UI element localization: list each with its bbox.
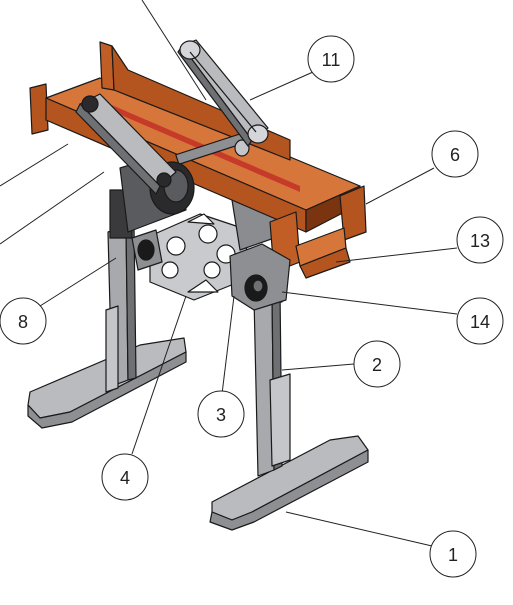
left-link-bar (75, 93, 177, 195)
callout-1-label: 1 (448, 545, 458, 565)
callout-3-label: 3 (216, 405, 226, 425)
callout-4: 4 (101, 453, 149, 501)
callout-8-label: 8 (18, 312, 28, 332)
callout-8: 8 (0, 297, 47, 345)
callout-11-label: 11 (322, 50, 341, 70)
hip-joint-right (229, 243, 291, 311)
hip-joint-left (131, 229, 163, 271)
callout-6-label: 6 (450, 145, 460, 165)
center-plate (149, 213, 249, 301)
callout-14: 14 (456, 297, 504, 345)
callout-2-label: 2 (372, 355, 382, 375)
callout-13: 13 (456, 216, 504, 264)
callout-2: 2 (353, 340, 401, 388)
callout-6: 6 (431, 130, 479, 178)
right-foot-plate (209, 435, 369, 531)
callout-1: 1 (429, 530, 477, 578)
callout-3: 3 (197, 390, 245, 438)
callout-13-label: 13 (470, 231, 490, 251)
callout-4-label: 4 (120, 468, 130, 488)
callout-11: 11 (307, 35, 355, 83)
top-link-bar (177, 39, 269, 147)
callout-14-label: 14 (470, 312, 490, 332)
leader-lines (0, 0, 458, 547)
